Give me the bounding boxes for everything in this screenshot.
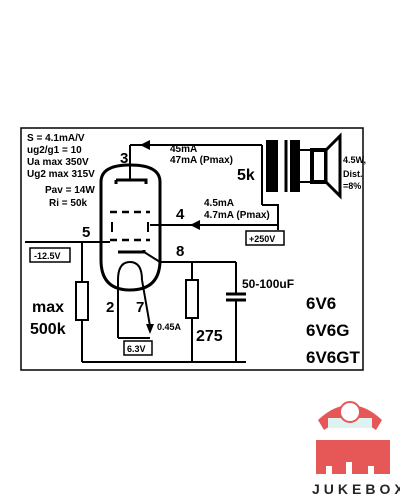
heater-current-label: 0.45A <box>157 322 182 332</box>
spec-ua-max: Ua max 350V <box>27 157 89 168</box>
pin-2-label: 2 <box>106 299 114 316</box>
heater-lead-b <box>141 279 151 327</box>
logo-drip-gap-2 <box>346 462 352 474</box>
speaker-cone <box>324 132 342 200</box>
cathode-resistor <box>185 279 199 319</box>
grid-resistor-label-top: max <box>32 299 64 316</box>
screen-current-idle: 4.5mA <box>204 198 234 209</box>
transformer-impedance-label: 5k <box>237 167 255 184</box>
tube-plate <box>114 178 148 184</box>
plate-current-max: 47mA (Pmax) <box>170 155 233 166</box>
bias-label: -12.5V <box>34 251 61 261</box>
b-plus-label: +250V <box>249 234 275 244</box>
spec-ug2-max: Ug2 max 315V <box>27 169 95 180</box>
pin-7-label: 7 <box>136 299 144 316</box>
logo-drip-gap-3 <box>368 466 374 474</box>
spec-ri: Ri = 50k <box>49 198 88 209</box>
pin-3-label: 3 <box>120 150 128 167</box>
tube-type-2: 6V6G <box>306 321 349 340</box>
pin-5-label: 5 <box>82 224 90 241</box>
speaker-magnet <box>310 148 328 184</box>
pin-4-label: 4 <box>176 206 185 223</box>
spec-pav: Pav = 14W <box>45 185 95 196</box>
logo-text: JUKEBOX <box>312 481 400 497</box>
transformer-core <box>266 140 278 192</box>
plate-current-arrow <box>140 140 150 150</box>
spec-transconductance: S = 4.1mA/V <box>27 133 85 144</box>
heater-current-arrow <box>146 324 154 334</box>
heater-voltage-tag <box>123 340 153 356</box>
plate-current-idle: 45mA <box>170 144 197 155</box>
jukebox-logo: JUKEBOX <box>312 401 400 497</box>
speaker-dist-label: Dist. <box>343 169 363 179</box>
cathode-cap-label: 50-100uF <box>242 277 294 291</box>
grid-resistor-label-bottom: 500k <box>30 321 66 338</box>
bias-tag <box>29 247 71 263</box>
tube-type-3: 6V6GT <box>306 348 360 367</box>
grid-resistor <box>75 281 89 321</box>
logo-badge <box>339 401 361 423</box>
spec-mu: ug2/g1 = 10 <box>27 145 82 156</box>
speaker-dist-value: =8% <box>343 181 361 191</box>
tube-heater <box>117 260 143 281</box>
heater-voltage-label: 6.3V <box>127 344 146 354</box>
tube-envelope <box>99 163 162 292</box>
b-plus-tag <box>245 230 285 246</box>
speaker-power: 4.5W, <box>343 155 366 165</box>
tube-beam-plates <box>111 222 149 232</box>
transformer-secondary <box>290 140 300 192</box>
transformer-primary <box>261 145 279 230</box>
cathode-resistor-label: 275 <box>196 328 223 345</box>
screen-current-arrow <box>190 220 200 230</box>
cathode-lead <box>143 251 161 263</box>
tube-type-1: 6V6 <box>306 294 336 313</box>
logo-drip-gap-1 <box>326 466 332 474</box>
screen-current-max: 4.7mA (Pmax) <box>204 210 270 221</box>
pin-8-label: 8 <box>176 243 184 260</box>
